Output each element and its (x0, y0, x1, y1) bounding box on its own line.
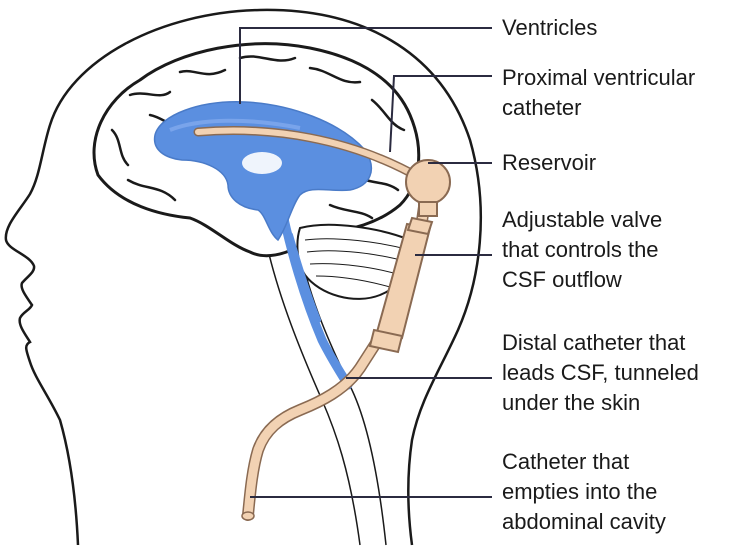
leader-lines (239, 27, 492, 498)
label-distal-catheter: Distal catheter that leads CSF, tunneled… (502, 330, 699, 415)
label-proximal-catheter: Proximal ventricular catheter (502, 65, 696, 120)
label-valve: Adjustable valve that controls the CSF o… (502, 207, 663, 292)
catheter-tip (241, 511, 255, 521)
head-outline (4, 8, 483, 546)
label-abdominal-catheter: Catheter that empties into the abdominal… (502, 449, 666, 534)
shunt-catheter (193, 126, 431, 521)
csf-canal-branch (287, 232, 321, 323)
leader-ventricles (239, 27, 492, 104)
reservoir (405, 159, 451, 217)
adjustable-valve (368, 216, 434, 354)
thalamus-gap (242, 152, 282, 174)
leader-proximal-catheter (389, 75, 492, 153)
label-ventricles: Ventricles (502, 15, 598, 40)
label-reservoir: Reservoir (502, 150, 597, 175)
ventricle-highlight (169, 118, 301, 132)
